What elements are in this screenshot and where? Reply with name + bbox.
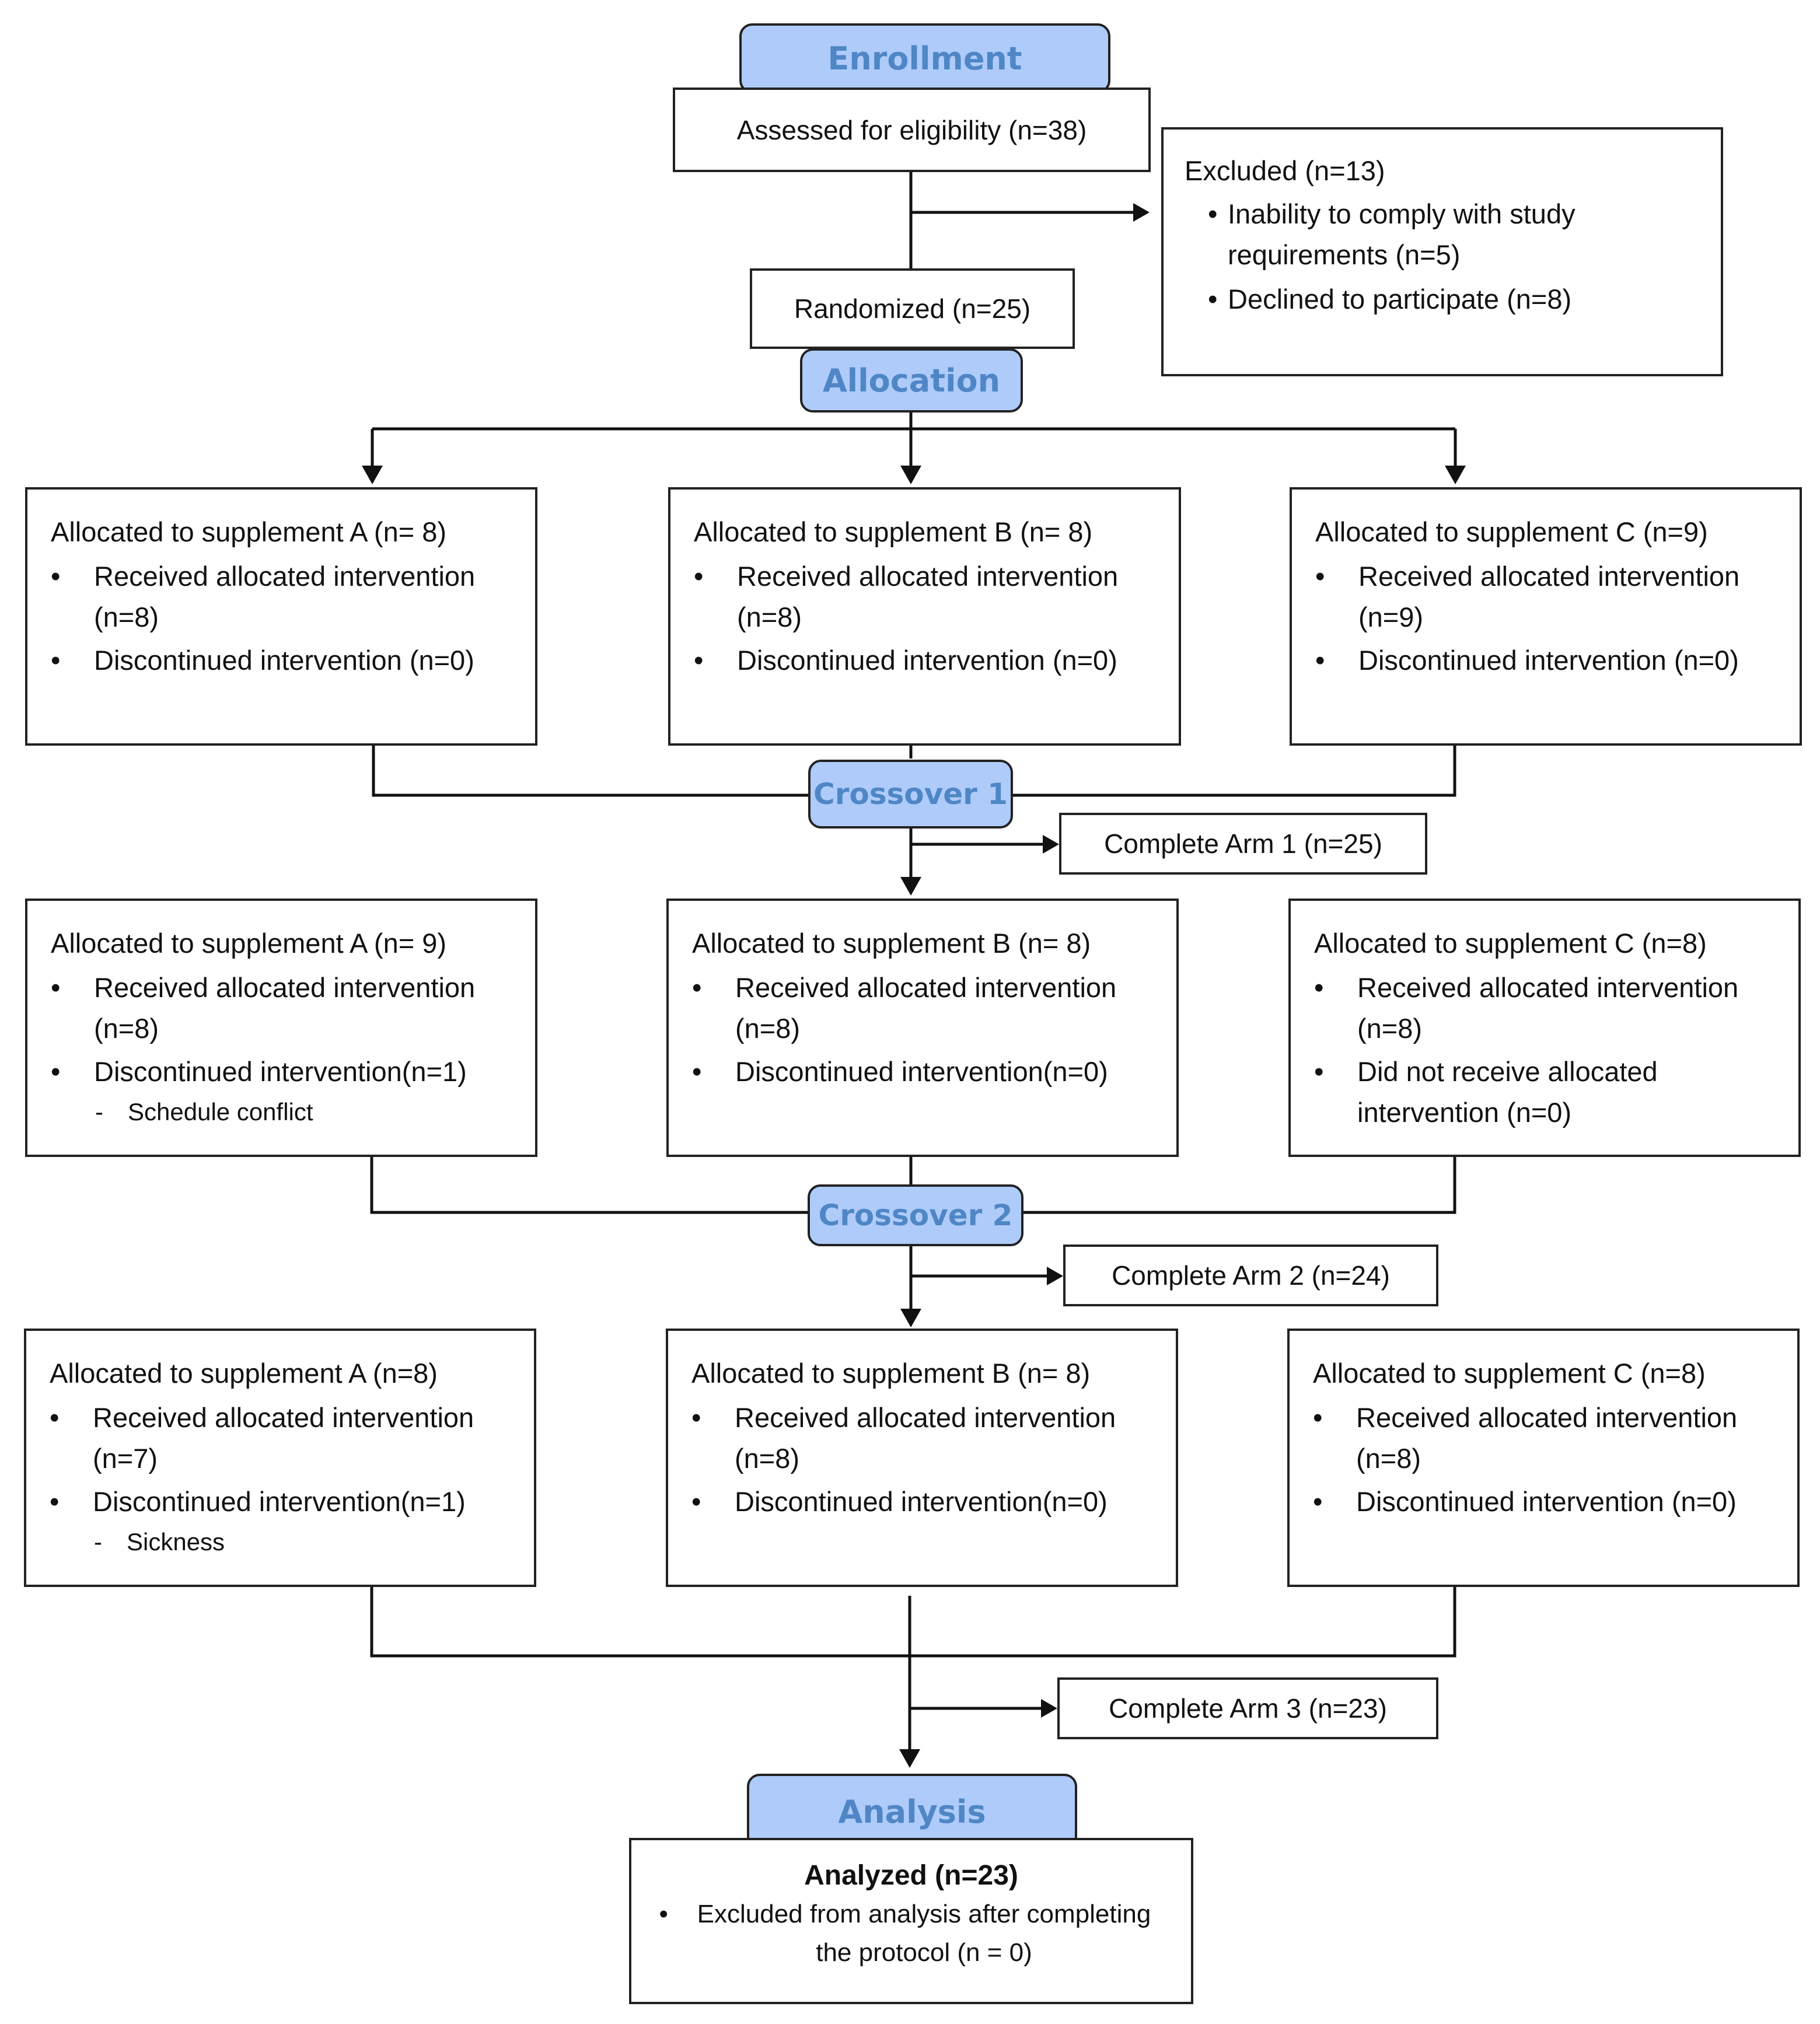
arrowhead [1047,1267,1063,1285]
complete-arm1-text: Complete Arm 1 (n=25) [1104,829,1382,859]
period2-arm-a: Allocated to supplement A (n= 9) Receive… [25,899,537,1157]
crossover1-header: Crossover 1 [808,760,1013,829]
crossover2-header: Crossover 2 [808,1184,1023,1246]
arrowhead [362,466,383,484]
enrollment-header: Enrollment [739,23,1110,93]
arm-title: Allocated to supplement A (n=8) [50,1358,438,1389]
arm-item: Received allocated intervention (n=8) [51,556,518,638]
arm-item: Received allocated intervention (n=8) [1314,967,1781,1049]
arm-item: Received allocated intervention (n=8) [1313,1397,1780,1479]
randomized-text: Randomized (n=25) [794,293,1031,324]
arm-item: Discontinued intervention (n=0) [694,640,1161,681]
assessed-text: Assessed for eligibility (n=38) [736,114,1087,145]
arm-item: Received allocated intervention (n=7) [50,1397,516,1479]
arm-item: Received allocated intervention (n=9) [1315,556,1782,638]
arm-item: Did not receive allocated intervention (… [1314,1051,1781,1133]
arm-item: Discontinued intervention (n=0) [1313,1481,1780,1522]
arrowhead [900,466,921,484]
analysis-box: Analyzed (n=23) Excluded from analysis a… [629,1838,1193,2004]
period1-arm-c: Allocated to supplement C (n=9) Received… [1290,487,1802,746]
arm-item: Received allocated intervention (n=8) [691,1397,1158,1479]
arm-title: Allocated to supplement C (n=9) [1315,516,1708,547]
excluded-box: Excluded (n=13) Inability to comply with… [1161,127,1723,376]
arm-title: Allocated to supplement C (n=8) [1314,928,1707,959]
analysis-header: Analysis [747,1774,1077,1850]
arm-item: Received allocated intervention (n=8) [692,967,1159,1049]
arm-title: Allocated to supplement A (n= 9) [51,928,447,959]
complete-arm1-box: Complete Arm 1 (n=25) [1059,813,1427,875]
arm-title: Allocated to supplement B (n= 8) [691,1358,1091,1389]
arrowhead [1041,1699,1057,1718]
arm-sub-reason: Sickness [50,1525,516,1560]
arrowhead [899,1749,920,1768]
arrowhead [1133,203,1150,222]
connector-line [370,1587,1456,1658]
arm-title: Allocated to supplement C (n=8) [1313,1358,1706,1389]
arm-title: Allocated to supplement B (n= 8) [694,516,1093,547]
arm-item: Received allocated intervention (n=8) [694,556,1161,638]
arm-sub-reason: Schedule conflict [51,1095,518,1130]
arm-item: Discontinued intervention(n=1) [51,1051,518,1092]
complete-arm3-text: Complete Arm 3 (n=23) [1109,1693,1387,1724]
period2-arm-c: Allocated to supplement C (n=8) Received… [1288,899,1801,1157]
period3-arm-a: Allocated to supplement A (n=8) Received… [24,1329,536,1587]
period3-arm-c: Allocated to supplement C (n=8) Received… [1287,1329,1800,1587]
arm-item: Received allocated intervention (n=8) [51,967,518,1049]
arm-title: Allocated to supplement B (n= 8) [692,928,1091,959]
arm-item: Discontinued intervention(n=1) [50,1481,516,1522]
analyzed-count: Analyzed (n=23) [804,1860,1018,1891]
arm-item: Discontinued intervention (n=0) [51,640,518,681]
complete-arm2-text: Complete Arm 2 (n=24) [1112,1260,1390,1291]
excluded-reason: Declined to participate (n=8) [1185,279,1703,320]
period1-arm-a: Allocated to supplement A (n= 8) Receive… [25,487,537,746]
arrowhead [900,1309,921,1327]
arm-item: Discontinued intervention(n=0) [691,1481,1158,1522]
arrowhead [1043,835,1059,854]
randomized-box: Randomized (n=25) [750,268,1075,349]
period3-arm-b: Allocated to supplement B (n= 8) Receive… [666,1329,1178,1587]
arm-title: Allocated to supplement A (n= 8) [51,516,447,547]
complete-arm3-box: Complete Arm 3 (n=23) [1057,1677,1438,1739]
allocation-header: Allocation [800,348,1023,413]
period2-arm-b: Allocated to supplement B (n= 8) Receive… [666,899,1179,1157]
analysis-exclusion-note: Excluded from analysis after completing … [659,1895,1164,1972]
arrowhead [1445,466,1466,484]
arm-item: Discontinued intervention(n=0) [692,1051,1159,1092]
period1-arm-b: Allocated to supplement B (n= 8) Receive… [668,487,1181,746]
excluded-reason: Inability to comply with study requireme… [1185,194,1703,275]
excluded-title: Excluded (n=13) [1185,155,1385,186]
complete-arm2-box: Complete Arm 2 (n=24) [1063,1245,1438,1306]
arm-item: Discontinued intervention (n=0) [1315,640,1782,681]
assessed-box: Assessed for eligibility (n=38) [673,88,1151,172]
arrowhead [900,877,921,896]
